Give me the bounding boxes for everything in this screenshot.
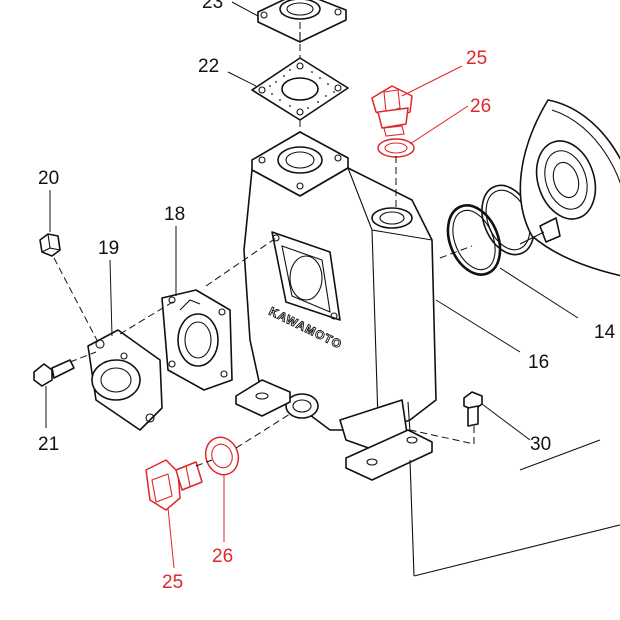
part-25-bottom-plug — [145, 459, 203, 511]
part-30-bolt — [463, 391, 483, 427]
callout-26-top: 26 — [470, 96, 491, 117]
seal-housing — [519, 99, 620, 277]
callout-14: 14 — [594, 322, 616, 343]
callout-18: 18 — [164, 204, 185, 225]
callout-labels: 23 22 25 26 20 18 19 14 16 21 30 26 25 — [38, 0, 616, 593]
callout-16: 16 — [528, 352, 549, 373]
part-18-side-flange — [161, 289, 233, 391]
part-16-pump-casing: KAWAMOTO — [235, 131, 437, 481]
part-21-bolt — [33, 359, 75, 387]
callout-25-bottom: 25 — [162, 572, 183, 593]
callout-25-top: 25 — [466, 48, 487, 69]
callout-26-bottom: 26 — [212, 546, 233, 567]
gasket-texture — [269, 69, 335, 109]
part-20-plug — [39, 233, 61, 257]
assembly-lines — [53, 22, 620, 577]
part-25-top-plug — [371, 85, 413, 137]
callout-21: 21 — [38, 434, 59, 455]
leader-lines — [45, 1, 579, 569]
callout-30: 30 — [530, 434, 551, 455]
part-26-top-washer — [377, 138, 415, 158]
callout-22: 22 — [198, 56, 219, 77]
callout-20: 20 — [38, 168, 59, 189]
part-19-suction-flange — [87, 329, 163, 431]
part-22-gasket — [251, 57, 349, 121]
part-26-bottom-washer — [204, 436, 240, 476]
part-23-top-flange — [257, 0, 347, 43]
callout-23: 23 — [202, 0, 223, 13]
callout-19: 19 — [98, 238, 119, 259]
